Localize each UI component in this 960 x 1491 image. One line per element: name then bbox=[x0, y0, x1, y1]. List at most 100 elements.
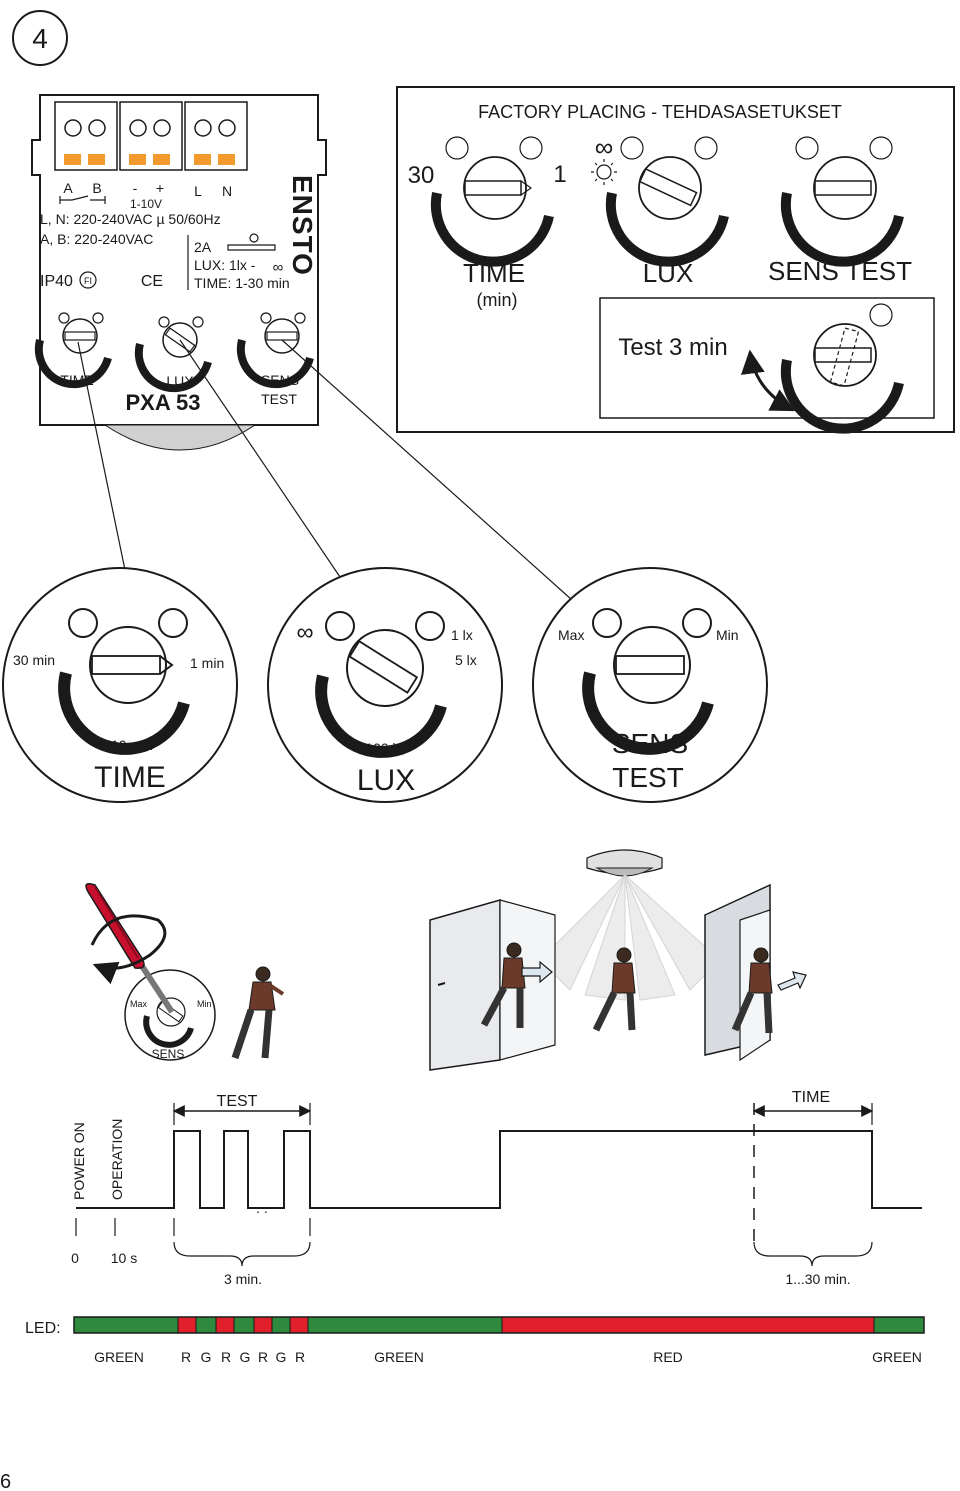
lamp-icon bbox=[227, 233, 276, 251]
led-label-r-2: R bbox=[221, 1349, 231, 1365]
zoom-time-left: 30 min bbox=[13, 652, 55, 668]
led-segment-green bbox=[73, 1316, 179, 1334]
ce-mark: CE bbox=[141, 273, 163, 290]
led-segment-green bbox=[233, 1316, 255, 1334]
test-span-label: TEST bbox=[217, 1093, 258, 1110]
door-left bbox=[429, 899, 556, 1071]
fi-icon bbox=[79, 271, 97, 289]
terminal-a: A bbox=[63, 180, 73, 196]
factory-title: FACTORY PLACING - TEHDASASETUKSET bbox=[478, 102, 842, 122]
tick-10s: 10 s bbox=[111, 1250, 137, 1266]
factory-label-time: TIME bbox=[463, 258, 525, 288]
direction-arrow-1 bbox=[521, 960, 553, 984]
brand-logo: ENSTO bbox=[287, 175, 318, 276]
person-walking-2 bbox=[480, 942, 526, 1028]
adjust-sens: SENS bbox=[152, 1047, 185, 1061]
zoom-lux-5lx: 5 lx bbox=[455, 652, 477, 668]
sensor-dome bbox=[103, 424, 257, 451]
ip-rating: IP40 bbox=[40, 273, 73, 290]
led-segment-green bbox=[195, 1316, 217, 1334]
person-walking-3 bbox=[592, 947, 636, 1032]
led-segment-green bbox=[307, 1316, 503, 1334]
factory-knob-time bbox=[430, 136, 554, 267]
led-label-r-3: R bbox=[258, 1349, 268, 1365]
zoom-sens-title-1: SENS bbox=[612, 728, 688, 759]
time-range-label: 1...30 min. bbox=[785, 1271, 850, 1287]
led-label-green-3: GREEN bbox=[872, 1349, 922, 1365]
label-operation: OPERATION bbox=[109, 1119, 125, 1200]
fi-mark: FI bbox=[84, 276, 92, 286]
knob-label-test: TEST bbox=[261, 391, 297, 407]
terminal-l: L bbox=[194, 183, 202, 199]
adjust-min: Min bbox=[197, 999, 212, 1009]
adjust-max: Max bbox=[130, 999, 148, 1009]
test-label: Test 3 min bbox=[618, 334, 727, 361]
rating-2a: 2A bbox=[194, 239, 212, 255]
device-knob-sens bbox=[236, 312, 314, 389]
terminal-minus: - bbox=[133, 180, 138, 196]
zoom-time-right: 1 min bbox=[190, 655, 224, 671]
device-panel: A B - + L N 1-10V L, N: 220-240VAC µ 50/… bbox=[31, 94, 327, 451]
terminal-b: B bbox=[92, 180, 101, 196]
led-segment-red bbox=[501, 1316, 875, 1334]
rotate-arrow bbox=[740, 349, 796, 412]
led-labels: GREEN R G R G R G R GREEN RED GREEN bbox=[94, 1349, 922, 1365]
factory-label-sens-test: SENS TEST bbox=[768, 256, 912, 286]
spec-line-2: A, B: 220-240VAC bbox=[40, 231, 153, 247]
spec-line-1: L, N: 220-240VAC µ 50/60Hz bbox=[40, 211, 221, 227]
factory-infinity: ∞ bbox=[595, 132, 614, 162]
timing-diagram: POWER ON OPERATION . . TEST TIME 0 10 s … bbox=[71, 1089, 922, 1287]
zoom-lux-100lx: 100 lx bbox=[365, 740, 402, 756]
step-number: 4 bbox=[32, 23, 48, 54]
label-power-on: POWER ON bbox=[71, 1122, 87, 1200]
factory-settings-box: FACTORY PLACING - TEHDASASETUKSET 30 1 ∞ bbox=[396, 86, 955, 434]
direction-arrow-2 bbox=[777, 971, 807, 991]
lux-infinity: ∞ bbox=[273, 259, 284, 276]
ceiling-sensor bbox=[586, 849, 663, 877]
connector-lines bbox=[77, 339, 573, 601]
zoom-sens-title-2: TEST bbox=[612, 762, 684, 793]
zoom-sens-min: Min bbox=[716, 627, 739, 643]
model-name: PXA 53 bbox=[125, 390, 200, 415]
terminal-n: N bbox=[222, 183, 232, 199]
terminal-block bbox=[54, 101, 248, 171]
led-label-green-2: GREEN bbox=[374, 1349, 424, 1365]
led-segment-red bbox=[215, 1316, 235, 1334]
led-bar bbox=[73, 1316, 925, 1334]
tick-zero: 0 bbox=[71, 1250, 79, 1266]
led-label-red: RED bbox=[653, 1349, 683, 1365]
screwdriver-icon bbox=[85, 883, 175, 1014]
detection-scene bbox=[429, 849, 807, 1071]
rotation-arrow bbox=[90, 914, 167, 985]
factory-knob-sens bbox=[780, 136, 904, 267]
led-section: LED: GREEN R G R G R G R GREEN RED GREEN bbox=[25, 1316, 925, 1365]
zoom-lux-infinity: ∞ bbox=[296, 619, 313, 646]
led-label-r-4: R bbox=[295, 1349, 305, 1365]
led-bar-frame bbox=[73, 1316, 925, 1334]
led-label-r-1: R bbox=[181, 1349, 191, 1365]
led-segment-red bbox=[177, 1316, 197, 1334]
knob-label-sens: SENS bbox=[261, 372, 299, 388]
range-1-10v: 1-10V bbox=[130, 197, 162, 211]
factory-time-30: 30 bbox=[408, 162, 435, 189]
led-label-g-2: G bbox=[240, 1349, 251, 1365]
signal-waveform bbox=[76, 1130, 922, 1209]
zoom-time-title: TIME bbox=[94, 761, 166, 794]
led-segment-red bbox=[253, 1316, 273, 1334]
zoom-time-bottom: 10 min bbox=[111, 737, 153, 753]
person-walking-4 bbox=[731, 947, 773, 1034]
led-label-g-1: G bbox=[201, 1349, 212, 1365]
zoom-lux-1lx: 1 lx bbox=[451, 627, 473, 643]
test-knob bbox=[780, 303, 904, 434]
device-knob-lux bbox=[134, 316, 212, 393]
zoom-sens: Max Min SENS TEST bbox=[532, 567, 768, 803]
led-segment-green bbox=[271, 1316, 291, 1334]
zoom-lux: ∞ 1 lx 5 lx 100 lx LUX bbox=[267, 567, 503, 803]
brace-time-range bbox=[753, 1241, 873, 1267]
factory-label-min: (min) bbox=[477, 290, 518, 310]
factory-label-lux: LUX bbox=[643, 258, 694, 288]
test-dots: . . bbox=[256, 1200, 268, 1216]
knob-label-time: TIME bbox=[60, 372, 93, 388]
terminal-plus: + bbox=[156, 180, 164, 196]
